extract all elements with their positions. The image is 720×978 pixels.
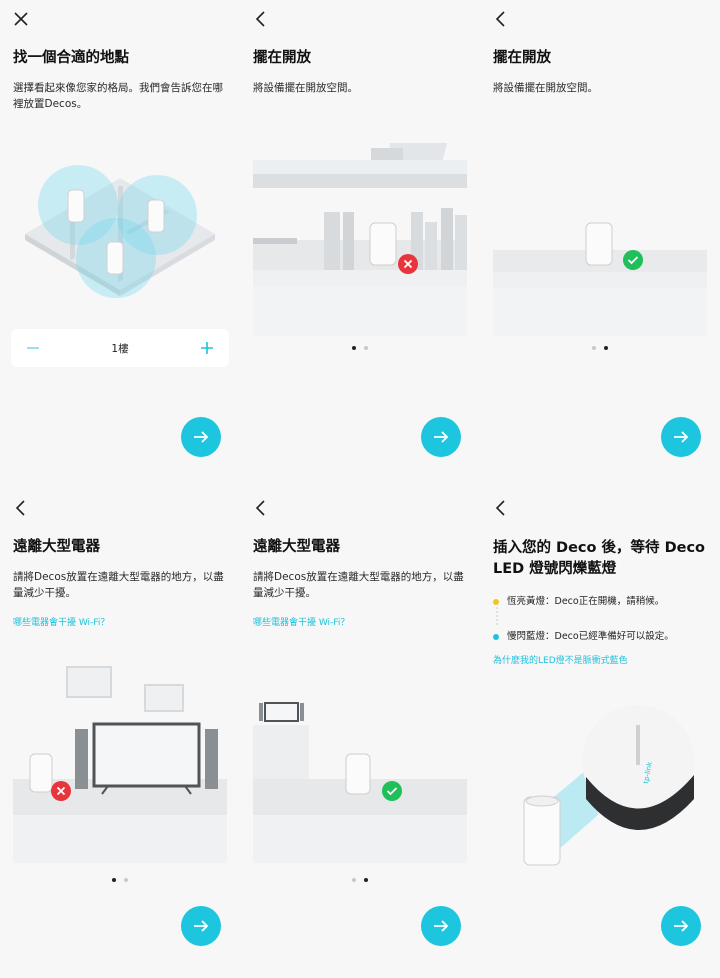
blue-led-dot	[493, 633, 499, 640]
check-icon	[382, 781, 402, 801]
arrow-right-icon	[434, 920, 449, 932]
decrease-floor-button[interactable]	[23, 338, 43, 358]
closed-space-illustration	[253, 143, 467, 336]
interference-help-link[interactable]: 哪些電器會干擾 Wi-Fi？	[13, 618, 110, 628]
panel-find-location: 找一個合適的地點 選擇看起來像您家的格局。我們會告訴您在哪裡放置Decos。 1…	[0, 0, 240, 489]
distant-appliance-illustration	[253, 702, 467, 863]
panel-led-status: 插入您的 Deco 後，等待 Deco LED 燈號閃爍藍燈 恆亮黃燈：Deco…	[480, 489, 720, 978]
tv-appliance-illustration	[13, 666, 227, 863]
back-icon[interactable]	[250, 8, 272, 30]
arrow-right-icon	[434, 431, 449, 443]
error-icon	[51, 781, 71, 801]
arrow-right-icon	[674, 431, 689, 443]
back-icon[interactable]	[250, 497, 272, 519]
legend-text: 慢閃藍燈：Deco已經準備好可以設定。	[507, 631, 674, 642]
next-button[interactable]	[421, 906, 461, 946]
page-indicator	[480, 346, 720, 354]
floor-value: 1樓	[111, 343, 129, 355]
check-icon	[623, 250, 643, 270]
page-title: 擺在開放	[493, 50, 551, 66]
page-dot	[592, 346, 596, 350]
page-description: 將設備擺在開放空間。	[493, 82, 598, 94]
deco-led-illustration: tp-link	[523, 705, 694, 866]
arrow-right-icon	[194, 431, 209, 443]
panel-open-space-bad: 擺在開放 將設備擺在開放空間。	[240, 0, 480, 489]
page-indicator	[0, 878, 240, 886]
page-title: 擺在開放	[253, 50, 311, 66]
panel-open-space-good: 擺在開放 將設備擺在開放空間。	[480, 0, 720, 489]
floor-selector: 1樓	[11, 329, 229, 367]
page-description: 將設備擺在開放空間。	[253, 82, 358, 94]
legend-item-yellow: 恆亮黃燈：Deco正在開機，請稍候。	[493, 593, 664, 607]
page-title: 遠離大型電器	[13, 539, 100, 555]
next-button[interactable]	[181, 906, 221, 946]
increase-floor-button[interactable]	[197, 338, 217, 358]
page-indicator	[240, 878, 480, 886]
close-icon[interactable]	[10, 8, 32, 30]
page-dot	[364, 878, 368, 882]
page-title: 遠離大型電器	[253, 539, 340, 555]
next-button[interactable]	[661, 417, 701, 457]
next-button[interactable]	[181, 417, 221, 457]
arrow-right-icon	[194, 920, 209, 932]
yellow-led-dot	[493, 598, 499, 605]
page-dot	[352, 346, 356, 350]
page-dot	[604, 346, 608, 350]
page-description: 請將Decos放置在遠離大型電器的地方，以盡量減少干擾。	[13, 571, 224, 599]
page-dot	[124, 878, 128, 882]
page-title: 找一個合適的地點	[13, 50, 129, 66]
page-description: 選擇看起來像您家的格局。我們會告訴您在哪裡放置Decos。	[13, 82, 223, 110]
open-space-illustration	[493, 222, 707, 336]
page-description: 請將Decos放置在遠離大型電器的地方，以盡量減少干擾。	[253, 571, 464, 599]
next-button[interactable]	[421, 417, 461, 457]
error-icon	[398, 254, 418, 274]
back-icon[interactable]	[490, 497, 512, 519]
back-icon[interactable]	[490, 8, 512, 30]
page-dot	[112, 878, 116, 882]
legend-text: 恆亮黃燈：Deco正在開機，請稍候。	[507, 596, 665, 607]
page-dot	[364, 346, 368, 350]
back-icon[interactable]	[10, 497, 32, 519]
page-indicator	[240, 346, 480, 354]
floor-plan-illustration	[25, 165, 215, 298]
interference-help-link[interactable]: 哪些電器會干擾 Wi-Fi？	[253, 618, 350, 628]
legend-connector	[496, 603, 498, 627]
led-help-link[interactable]: 為什麼我的LED燈不是脈衝式藍色	[493, 656, 628, 666]
device-brand-label: tp-link	[642, 760, 654, 784]
legend-item-blue: 慢閃藍燈：Deco已經準備好可以設定。	[493, 628, 674, 642]
panel-appliances-bad: 遠離大型電器 請將Decos放置在遠離大型電器的地方，以盡量減少干擾。 哪些電器…	[0, 489, 240, 978]
next-button[interactable]	[661, 906, 701, 946]
arrow-right-icon	[674, 920, 689, 932]
page-title: 插入您的 Deco 後，等待 Deco LED 燈號閃爍藍燈	[493, 540, 705, 577]
panel-appliances-good: 遠離大型電器 請將Decos放置在遠離大型電器的地方，以盡量減少干擾。 哪些電器…	[240, 489, 480, 978]
page-dot	[352, 878, 356, 882]
